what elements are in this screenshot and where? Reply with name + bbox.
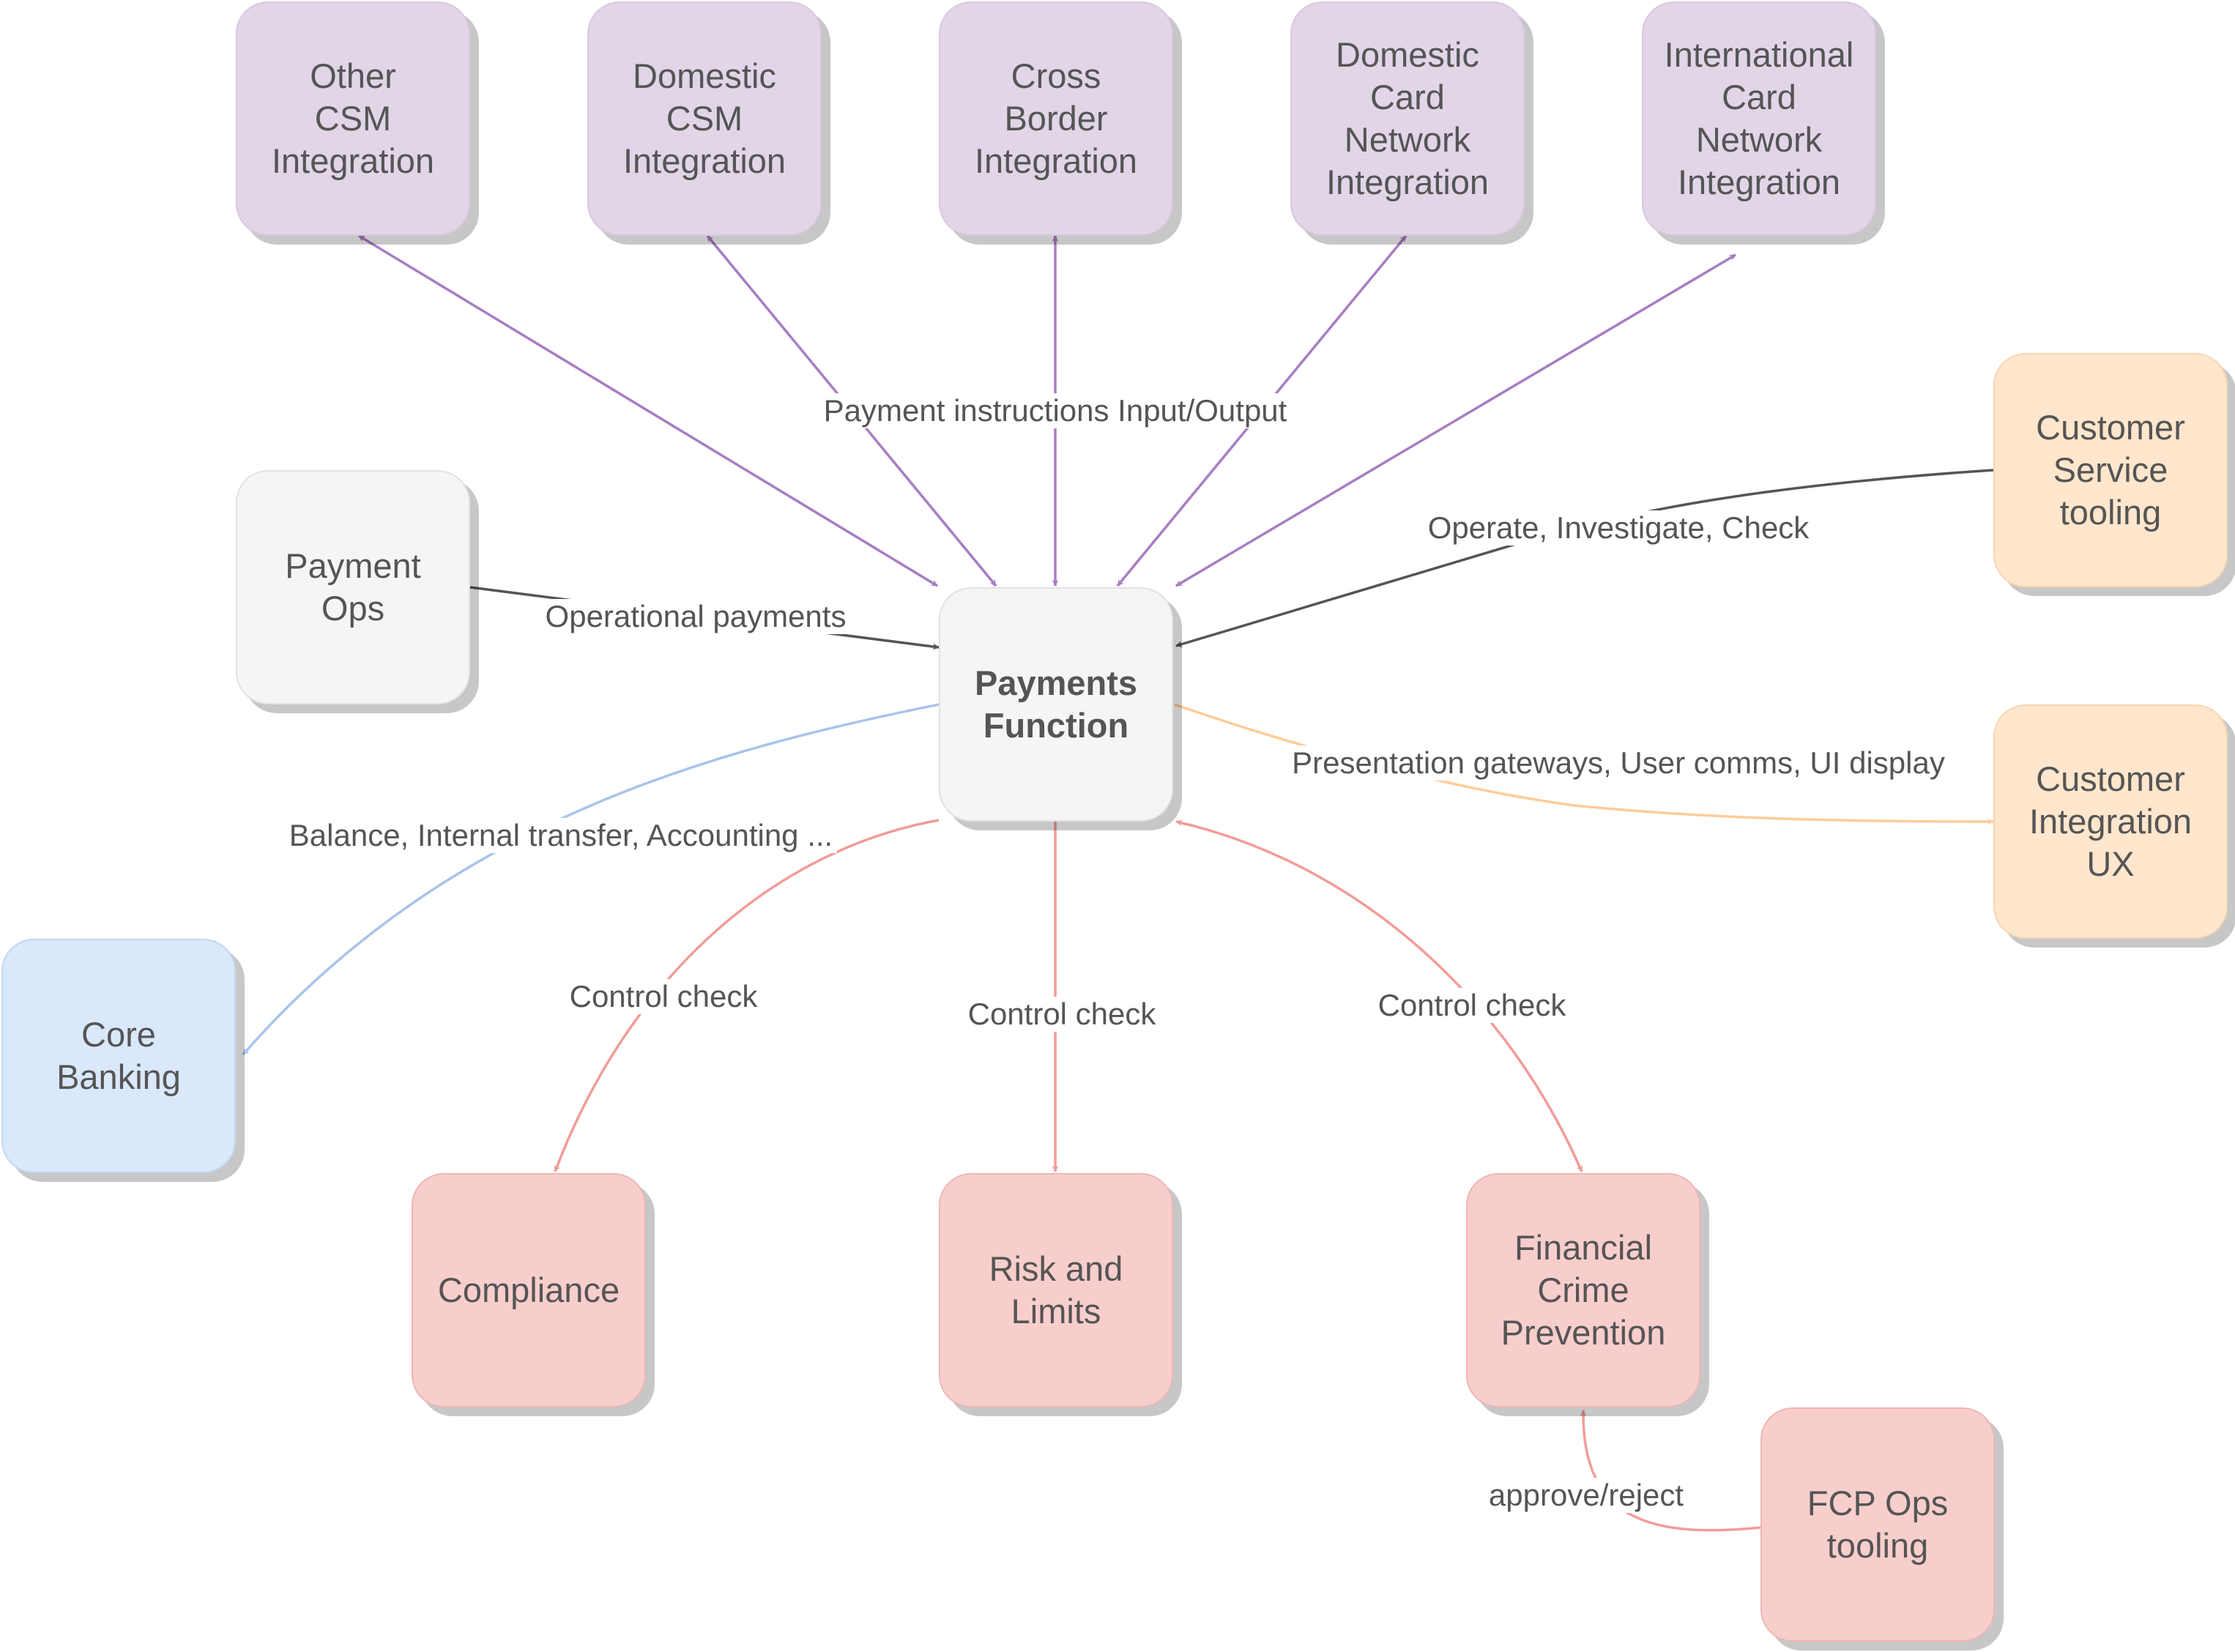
node-label: Compliance (437, 1270, 620, 1309)
node-customer-service-tooling[interactable]: Customer Service tooling (1993, 353, 2228, 587)
node-payments-function[interactable]: Payments Function (939, 587, 1173, 822)
edge-compliance (554, 819, 940, 1172)
node-compliance[interactable]: Compliance (412, 1173, 646, 1407)
node-label: Payments Function (974, 663, 1138, 745)
node-label: Risk and Limits (989, 1249, 1123, 1331)
node-fcp-ops-tooling[interactable]: FCP Ops tooling (1760, 1407, 1995, 1642)
edge-fcp-ops (1580, 1410, 1761, 1532)
node-label: Financial Crime Prevention (1500, 1228, 1666, 1352)
node-risk-and-limits[interactable]: Risk and Limits (939, 1173, 1173, 1407)
edge-fcp (1175, 819, 1583, 1172)
node-core-banking[interactable]: Core Banking (1, 939, 236, 1173)
node-domestic-csm-integration[interactable]: Domestic CSM Integration (587, 1, 822, 236)
edge-customer-service (1175, 469, 1994, 647)
node-label: Customer Integration UX (2028, 759, 2193, 883)
node-payment-ops[interactable]: Payment Ops (236, 470, 470, 704)
node-label: Core Banking (56, 1015, 181, 1096)
edge-international-card (1175, 253, 1736, 587)
node-cross-border-integration[interactable]: Cross Border Integration (939, 1, 1173, 236)
node-customer-integration-ux[interactable]: Customer Integration UX (1993, 704, 2228, 939)
edge-payment-ops (469, 586, 940, 650)
node-label: International Card Network Integration (1664, 35, 1854, 201)
node-other-csm-integration[interactable]: Other CSM Integration (236, 1, 470, 236)
node-international-card-network-integration[interactable]: International Card Network Integration (1642, 1, 1876, 236)
node-label: Payment Ops (285, 546, 421, 628)
node-label: Customer Service tooling (2036, 408, 2185, 532)
node-label: Other CSM Integration (271, 56, 435, 180)
node-label: FCP Ops tooling (1807, 1484, 1949, 1565)
node-label: Domestic Card Network Integration (1325, 35, 1490, 201)
edge-customer-integration (1174, 703, 1994, 825)
node-financial-crime-prevention[interactable]: Financial Crime Prevention (1466, 1173, 1700, 1407)
node-label: Cross Border Integration (974, 56, 1138, 180)
node-label: Domestic CSM Integration (622, 56, 786, 180)
edge-domestic-card (1116, 234, 1407, 587)
node-domestic-card-network-integration[interactable]: Domestic Card Network Integration (1290, 1, 1525, 236)
edge-core-banking (242, 703, 940, 1056)
